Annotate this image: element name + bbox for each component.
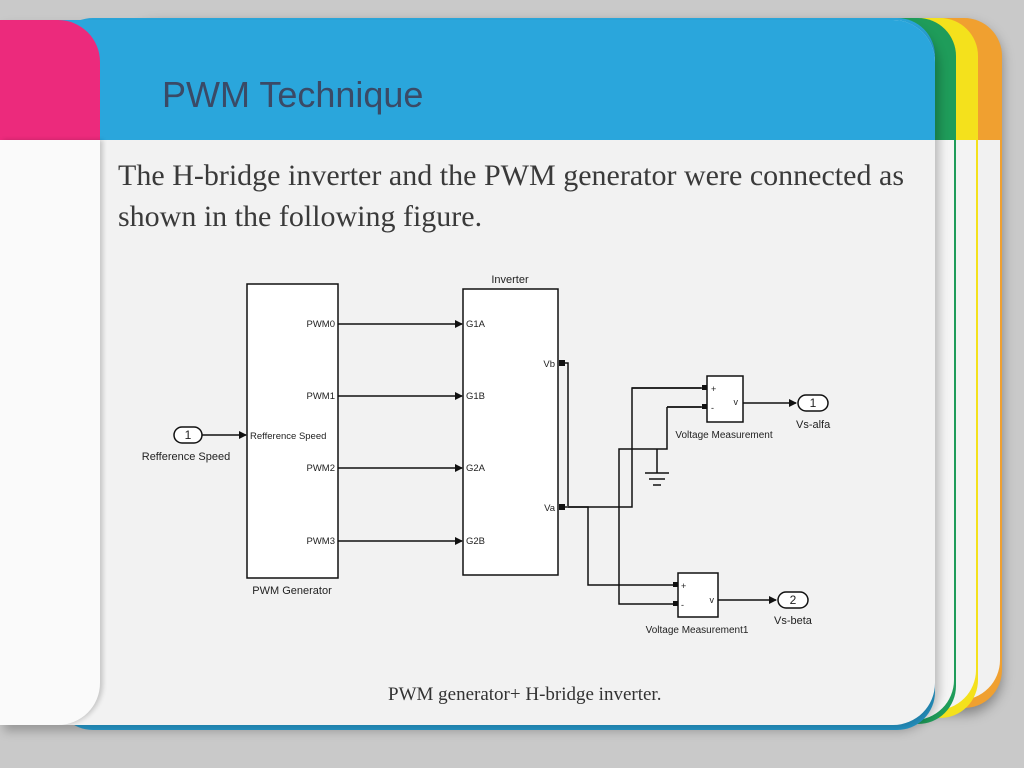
- vm1-v-label: v: [710, 595, 715, 605]
- figure-caption: PWM generator+ H-bridge inverter.: [388, 684, 662, 705]
- pwm-inverter-diagram: 1 Refference Speed Refference Speed PWM0…: [142, 274, 831, 636]
- pwm2-label: PWM2: [307, 463, 336, 474]
- g1b-label: G1B: [466, 391, 485, 402]
- slide-title: PWM Technique: [162, 74, 424, 115]
- voltage-measurement1-block: + - v Voltage Measurement1: [646, 572, 749, 636]
- vm1-title: Voltage Measurement1: [646, 625, 749, 636]
- input-port-number: 1: [185, 428, 192, 442]
- va-label: Va: [544, 503, 556, 514]
- vb-label: Vb: [543, 359, 555, 370]
- slide-body-text: The H-bridge inverter and the PWM genera…: [118, 159, 904, 233]
- input-port-reference-speed: 1 Refference Speed: [142, 426, 230, 463]
- out-port1-number: 1: [810, 396, 817, 410]
- vm-v-label: v: [734, 397, 739, 407]
- inverter-block: Inverter G1A G1B G2A G2B Vb Va: [462, 274, 565, 576]
- vm-minus-label: -: [711, 403, 714, 413]
- pwm1-label: PWM1: [307, 391, 336, 402]
- voltage-measurement-block: + - v Voltage Measurement: [675, 375, 773, 441]
- slide-card: [0, 20, 935, 725]
- out-port2-number: 2: [790, 593, 797, 607]
- vm1-plus-label: +: [681, 581, 686, 591]
- vm-title: Voltage Measurement: [675, 430, 773, 441]
- pwm-generator-block: Refference Speed PWM0 PWM1 PWM2 PWM3 PWM…: [246, 283, 339, 597]
- slide-header-band: [0, 20, 935, 140]
- pwm-generator-title: PWM Generator: [252, 585, 332, 597]
- g1a-label: G1A: [466, 319, 486, 330]
- vm-plus-label: +: [711, 384, 716, 394]
- input-port-label: Refference Speed: [142, 451, 230, 463]
- pwm3-label: PWM3: [307, 536, 336, 547]
- measurement-wiring: [565, 362, 701, 605]
- vm1-minus-label: -: [681, 600, 684, 610]
- g2a-label: G2A: [466, 463, 486, 474]
- pwm-generator-input-label: Refference Speed: [250, 431, 326, 442]
- output-port-vs-alfa: 1 Vs-alfa: [796, 394, 831, 431]
- inverter-title: Inverter: [491, 274, 529, 286]
- g2b-label: G2B: [466, 536, 485, 547]
- pink-tab: [0, 20, 100, 140]
- out-port1-label: Vs-alfa: [796, 419, 831, 431]
- pwm0-label: PWM0: [307, 319, 336, 330]
- out-port2-label: Vs-beta: [774, 615, 813, 627]
- left-strip: [0, 140, 100, 725]
- ground-symbol: [645, 472, 669, 486]
- output-port-vs-beta: 2 Vs-beta: [774, 591, 813, 627]
